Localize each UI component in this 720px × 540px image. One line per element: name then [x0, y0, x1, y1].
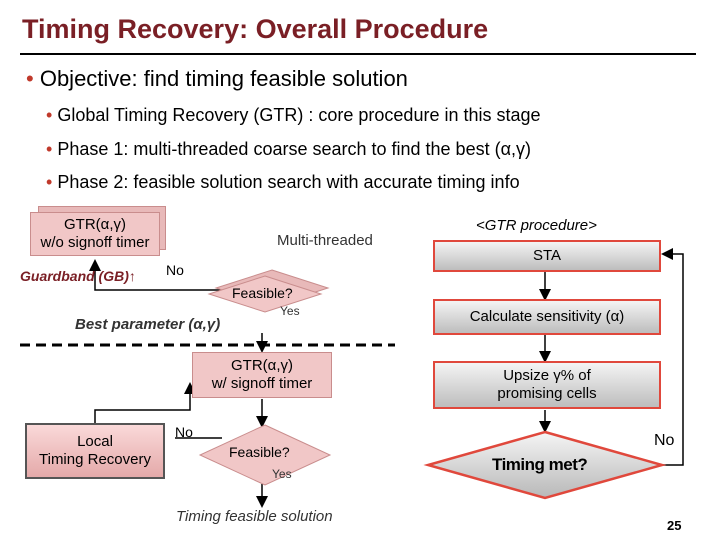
title-underline [20, 53, 696, 55]
no-loop-connector-right [660, 248, 684, 466]
feasible-label-2: Feasible? [229, 444, 290, 460]
gtr-no-signoff-box: GTR(α,γ) w/o signoff timer [30, 212, 160, 256]
timing-feasible-solution-label: Timing feasible solution [176, 508, 333, 525]
timing-met-label: Timing met? [492, 455, 588, 474]
slide-title: Timing Recovery: Overall Procedure [22, 14, 489, 44]
feasible-diamond-2 [198, 424, 332, 486]
bullet-dot-icon: • [26, 66, 34, 91]
yes-label-2: Yes [272, 467, 292, 481]
local-timing-recovery-box: Local Timing Recovery [25, 423, 165, 479]
upsize-cells-box: Upsize γ% of promising cells [433, 361, 661, 409]
bullet-dot-icon: • [46, 172, 53, 192]
no-label-1: No [166, 262, 184, 278]
gtr-signoff-box: GTR(α,γ) w/ signoff timer [192, 352, 332, 398]
multi-threaded-label: Multi-threaded [277, 232, 373, 249]
bullet-dot-icon: • [46, 105, 53, 125]
objective-bullet: • Objective: find timing feasible soluti… [26, 66, 408, 92]
feasible-diamond-1 [207, 275, 323, 313]
objective-text: Objective: find timing feasible solution [39, 66, 408, 91]
subpoint-phase1: • Phase 1: multi-threaded coarse search … [46, 139, 531, 160]
yes-label-1: Yes [280, 304, 300, 318]
page-number: 25 [667, 518, 682, 533]
subpoint-gtr: • Global Timing Recovery (GTR) : core pr… [46, 105, 541, 126]
gtr-procedure-heading: <GTR procedure> [476, 217, 597, 234]
no-label-right: No [654, 432, 675, 449]
sta-box: STA [433, 240, 661, 272]
feasible-label-1: Feasible? [232, 285, 293, 301]
best-parameter-label: Best parameter (α,γ) [75, 316, 221, 333]
subpoint-phase2: • Phase 2: feasible solution search with… [46, 172, 520, 193]
no-label-2: No [175, 424, 193, 440]
local-to-gtr-connector [94, 382, 196, 423]
calc-sensitivity-box: Calculate sensitivity (α) [433, 299, 661, 335]
guardband-label: Guardband (GB)↑ [20, 268, 136, 284]
bullet-dot-icon: • [46, 139, 53, 159]
subpoint-text: Phase 2: feasible solution search with a… [57, 172, 520, 192]
no-loop-connector-1 [89, 259, 222, 291]
subpoint-text: Phase 1: multi-threaded coarse search to… [57, 139, 531, 159]
timing-met-diamond [423, 430, 667, 500]
subpoint-text: Global Timing Recovery (GTR) : core proc… [57, 105, 541, 125]
